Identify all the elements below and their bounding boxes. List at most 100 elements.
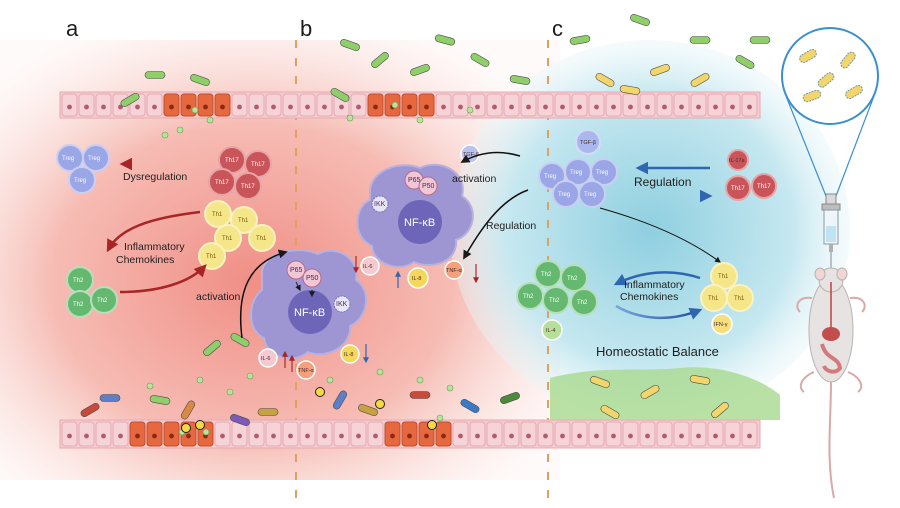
cell-nucleus xyxy=(288,433,293,439)
svg-text:Th2: Th2 xyxy=(577,300,588,306)
cell-nucleus xyxy=(611,104,616,110)
cell-nucleus xyxy=(543,433,548,439)
svg-text:P50: P50 xyxy=(422,183,435,190)
bacterium xyxy=(640,384,660,400)
th17-cluster-c: IL-17a Th17 Th17 xyxy=(725,149,777,201)
svg-text:IL-4: IL-4 xyxy=(546,328,555,334)
th1-cluster-a: Th1 Th1 Th1 Th1 Th1 xyxy=(198,200,276,270)
mucus-particle xyxy=(246,372,254,380)
chemokine-arrow-up xyxy=(106,210,201,253)
cell-nucleus xyxy=(628,104,633,110)
cell-nucleus xyxy=(594,433,599,439)
treg-cluster-a: Treg Treg Treg xyxy=(56,144,110,194)
panel-letter-b: b xyxy=(300,16,312,41)
svg-text:Th2: Th2 xyxy=(523,294,534,300)
bacterium xyxy=(409,391,431,399)
nfkb-label-lower: NF-κB xyxy=(294,307,325,319)
cell-nucleus xyxy=(475,433,480,439)
cell-nucleus xyxy=(526,104,531,110)
activation-arrow-lower xyxy=(239,249,288,339)
cell-nucleus xyxy=(305,104,310,110)
cell-nucleus xyxy=(220,433,225,439)
cell-nucleus xyxy=(135,104,140,110)
svg-text:Treg: Treg xyxy=(62,156,74,162)
probiotic-bacterium xyxy=(802,89,822,103)
cell-nucleus xyxy=(747,433,752,439)
treg-cluster-c: Treg Treg Treg Treg Treg xyxy=(538,158,618,208)
bacterium xyxy=(371,52,389,68)
cell-nucleus xyxy=(356,433,361,439)
cell-nucleus xyxy=(560,104,565,110)
cell-nucleus xyxy=(339,104,344,110)
svg-text:Th1: Th1 xyxy=(708,296,719,302)
cell-nucleus xyxy=(730,433,735,439)
mucus-particle xyxy=(466,106,474,114)
cell-nucleus xyxy=(135,433,140,439)
mucus-particle xyxy=(416,116,424,124)
svg-text:Th17: Th17 xyxy=(225,158,239,164)
regulation-arrow-long xyxy=(599,207,721,263)
bacterium xyxy=(460,398,480,414)
svg-text:TGF-β: TGF-β xyxy=(463,152,479,158)
cell-nucleus xyxy=(492,433,497,439)
bacterium xyxy=(595,72,615,88)
cell-nucleus xyxy=(67,433,72,439)
svg-text:Th2: Th2 xyxy=(73,302,84,308)
regulation-label-right: Regulation xyxy=(634,175,691,189)
bacterium xyxy=(149,395,171,405)
svg-text:TNF-α: TNF-α xyxy=(446,268,463,274)
tgf-cell-c xyxy=(575,129,601,155)
svg-text:Treg: Treg xyxy=(88,156,100,162)
cell-nucleus xyxy=(645,433,650,439)
bacterium xyxy=(749,36,771,44)
cell-nucleus xyxy=(101,433,106,439)
svg-text:Th17: Th17 xyxy=(731,186,745,192)
chemokine-arrow-c-top xyxy=(613,271,701,286)
bacterium xyxy=(180,400,196,420)
cell-nucleus xyxy=(424,433,429,439)
svg-text:Th17: Th17 xyxy=(251,162,265,168)
probiotic-bacteria-inset xyxy=(799,49,863,103)
cell-nucleus xyxy=(322,433,327,439)
cell-nucleus xyxy=(305,433,310,439)
mucus-particle xyxy=(416,376,424,384)
cell-nucleus xyxy=(696,433,701,439)
cell-nucleus xyxy=(356,104,361,110)
cell-nucleus xyxy=(560,433,565,439)
svg-text:Th1: Th1 xyxy=(222,236,233,242)
svg-text:Treg: Treg xyxy=(558,192,570,198)
mucus-particle xyxy=(191,106,199,114)
cell-nucleus xyxy=(696,104,701,110)
cell-nucleus xyxy=(84,433,89,439)
cell-nucleus xyxy=(203,104,208,110)
svg-text:Th2: Th2 xyxy=(541,272,552,278)
panel-letter-a: a xyxy=(66,16,79,41)
bacterium xyxy=(230,413,250,427)
inflammatory-label-a: Inflammatory xyxy=(124,241,185,253)
bacterium xyxy=(340,38,360,52)
cell-nucleus xyxy=(152,104,157,110)
bacterium xyxy=(650,63,670,77)
regulation-label-mid: Regulation xyxy=(486,220,536,232)
cell-nucleus xyxy=(373,104,378,110)
mucus-particle xyxy=(391,101,399,109)
cell-nucleus xyxy=(169,433,174,439)
activation-label-upper: activation xyxy=(452,173,497,185)
svg-text:Th17: Th17 xyxy=(241,184,255,190)
bacterium xyxy=(330,87,350,103)
spore xyxy=(375,399,385,409)
svg-text:IL-17a: IL-17a xyxy=(729,158,746,164)
bacterium xyxy=(99,394,121,402)
bacteria-group xyxy=(80,13,771,436)
cell-nucleus xyxy=(679,433,684,439)
cell-nucleus xyxy=(679,104,684,110)
bacterium xyxy=(735,54,755,70)
inflammatory-label-c: Inflammatory xyxy=(624,279,685,291)
cell-nucleus xyxy=(475,104,480,110)
svg-text:Th1: Th1 xyxy=(238,218,249,224)
bacterium xyxy=(500,391,520,405)
svg-text:IL-8: IL-8 xyxy=(344,352,353,358)
cell-nucleus xyxy=(577,433,582,439)
